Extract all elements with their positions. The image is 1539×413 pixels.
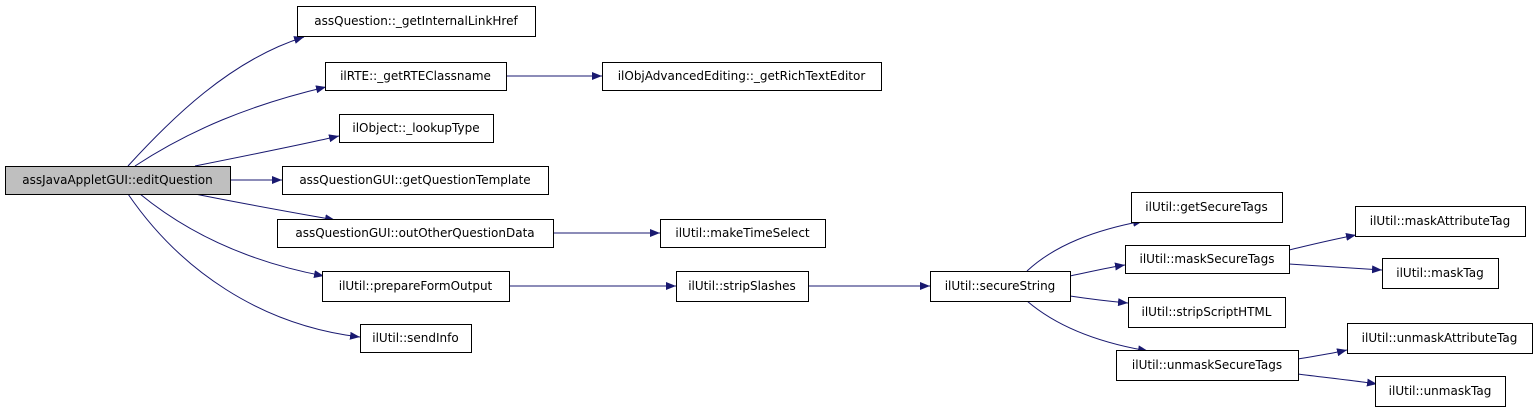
- node-box: [322, 271, 510, 302]
- edge-n12-n14: [1288, 263, 1383, 274]
- node-box: [1131, 192, 1283, 223]
- node-box: [1375, 376, 1506, 407]
- node-n3[interactable]: ilObjAdvancedEditing::_getRichTextEditor: [602, 62, 882, 91]
- nodes-layer: assJavaAppletGUI::editQuestionassQuestio…: [5, 6, 1533, 407]
- node-n2[interactable]: ilRTE::_getRTEClassname: [325, 62, 507, 91]
- node-n4[interactable]: ilObject::_lookupType: [339, 114, 494, 143]
- node-box: [282, 166, 549, 195]
- edge-n10-n16: [1026, 300, 1149, 354]
- node-box: [1382, 258, 1499, 289]
- edge-n10-n11: [1026, 218, 1144, 272]
- node-box: [660, 219, 826, 248]
- node-label: ilRTE::_getRTEClassname: [340, 69, 491, 83]
- node-box: [930, 271, 1071, 302]
- node-label: ilUtil::secureString: [945, 279, 1056, 293]
- edge-n12-n13: [1288, 232, 1357, 251]
- node-box: [277, 219, 554, 248]
- edge-n16-n17: [1297, 348, 1348, 360]
- node-n19[interactable]: ilUtil::sendInfo: [360, 324, 472, 353]
- node-box: [1128, 297, 1286, 328]
- edge-n0-n6: [194, 193, 336, 223]
- node-n7[interactable]: ilUtil::makeTimeSelect: [660, 219, 826, 248]
- node-n14[interactable]: ilUtil::maskTag: [1382, 258, 1499, 289]
- node-label: ilObject::_lookupType: [352, 121, 479, 135]
- node-label: ilObjAdvancedEditing::_getRichTextEditor: [618, 69, 866, 83]
- node-n5[interactable]: assQuestionGUI::getQuestionTemplate: [282, 166, 549, 195]
- node-label: ilUtil::stripScriptHTML: [1142, 305, 1272, 319]
- edge-n16-n18: [1297, 373, 1378, 387]
- edge-n0-n19: [127, 193, 361, 340]
- node-n15[interactable]: ilUtil::stripScriptHTML: [1128, 297, 1286, 328]
- node-n13[interactable]: ilUtil::maskAttributeTag: [1355, 206, 1526, 237]
- node-label: ilUtil::getSecureTags: [1145, 200, 1267, 214]
- node-n6[interactable]: assQuestionGUI::outOtherQuestionData: [277, 219, 554, 248]
- node-box: [325, 62, 507, 91]
- node-n16[interactable]: ilUtil::unmaskSecureTags: [1116, 350, 1299, 381]
- node-box: [5, 166, 231, 195]
- node-n8[interactable]: ilUtil::prepareFormOutput: [322, 271, 510, 302]
- node-label: ilUtil::sendInfo: [372, 331, 458, 345]
- node-label: assQuestionGUI::getQuestionTemplate: [299, 173, 530, 187]
- node-label: assQuestion::_getInternalLinkHref: [314, 14, 518, 28]
- node-n18[interactable]: ilUtil::unmaskTag: [1375, 376, 1506, 407]
- edge-n0-n1: [127, 36, 305, 167]
- node-label: ilUtil::unmaskSecureTags: [1132, 358, 1282, 372]
- node-box: [1355, 206, 1526, 237]
- node-box: [360, 324, 472, 353]
- node-label: assJavaAppletGUI::editQuestion: [22, 173, 213, 187]
- node-n12[interactable]: ilUtil::maskSecureTags: [1125, 245, 1290, 274]
- node-label: assQuestionGUI::outOtherQuestionData: [295, 226, 534, 240]
- node-box: [676, 271, 809, 302]
- node-n9[interactable]: ilUtil::stripSlashes: [676, 271, 809, 302]
- edge-n0-n2: [134, 85, 327, 167]
- node-n11[interactable]: ilUtil::getSecureTags: [1131, 192, 1283, 223]
- node-box: [1116, 350, 1299, 381]
- edge-n0-n8: [139, 193, 325, 279]
- node-label: ilUtil::maskSecureTags: [1140, 252, 1275, 266]
- node-box: [297, 6, 536, 37]
- node-n10[interactable]: ilUtil::secureString: [930, 271, 1071, 302]
- node-label: ilUtil::maskTag: [1396, 266, 1483, 280]
- node-label: ilUtil::stripSlashes: [688, 279, 796, 293]
- node-box: [1125, 245, 1290, 274]
- node-label: ilUtil::maskAttributeTag: [1370, 214, 1510, 228]
- node-n17[interactable]: ilUtil::unmaskAttributeTag: [1347, 323, 1533, 354]
- edge-n0-n4: [194, 134, 340, 167]
- node-label: ilUtil::prepareFormOutput: [339, 279, 493, 293]
- node-label: ilUtil::makeTimeSelect: [675, 226, 810, 240]
- node-label: ilUtil::unmaskTag: [1389, 384, 1492, 398]
- edge-n10-n15: [1069, 295, 1129, 307]
- edge-n10-n12: [1069, 262, 1126, 277]
- node-box: [602, 62, 882, 91]
- node-box: [339, 114, 494, 143]
- node-n0[interactable]: assJavaAppletGUI::editQuestion: [5, 166, 231, 195]
- node-label: ilUtil::unmaskAttributeTag: [1362, 331, 1518, 345]
- edges-layer: [127, 36, 1383, 387]
- node-n1[interactable]: assQuestion::_getInternalLinkHref: [297, 6, 536, 37]
- node-box: [1347, 323, 1533, 354]
